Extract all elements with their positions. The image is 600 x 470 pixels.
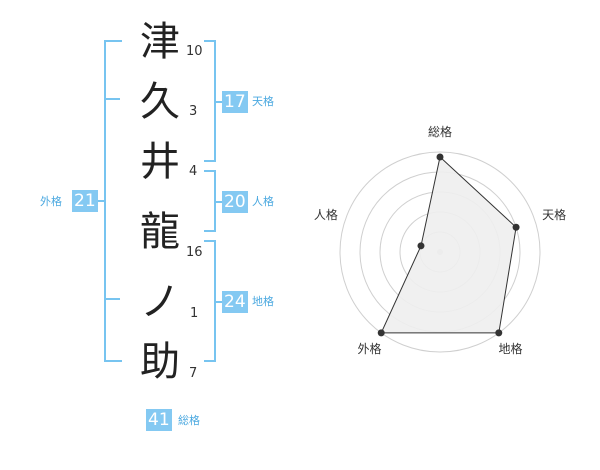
radar-polygon <box>380 156 517 334</box>
tenkaku-label: 天格 <box>252 95 274 108</box>
name-char-5: ノ <box>140 279 180 325</box>
name-char-3: 井 <box>140 139 180 185</box>
radar-ring-1 <box>419 231 461 273</box>
stroke-count-2: 3 <box>189 104 198 119</box>
tenkaku-connector <box>216 101 222 103</box>
radar-point-5 <box>417 242 425 250</box>
chikaku-value: 24 <box>222 291 248 313</box>
gaikaku-label: 外格 <box>40 195 62 208</box>
stroke-count-1: 10 <box>186 44 203 59</box>
radar-point-3 <box>495 329 503 337</box>
soukaku-value: 41 <box>146 409 172 431</box>
tenkaku-value: 17 <box>222 91 248 113</box>
gaikaku-value: 21 <box>72 190 98 212</box>
chikaku-connector <box>216 301 222 303</box>
radar-axis-label-1: 総格 <box>428 124 452 139</box>
jinkaku-label: 人格 <box>252 195 274 208</box>
name-char-1: 津 <box>140 19 180 65</box>
chikaku-label: 地格 <box>252 295 274 308</box>
name-char-2: 久 <box>140 79 180 125</box>
radar-ring-4 <box>359 171 521 333</box>
soukaku-label: 総格 <box>178 414 200 427</box>
gaikaku-bracket <box>104 40 122 362</box>
name-char-6: 助 <box>140 339 180 385</box>
radar-axis-label-2: 天格 <box>542 207 566 222</box>
radar-ring-2 <box>399 211 481 293</box>
radar-ring-5 <box>339 151 541 353</box>
radar-ring-3 <box>379 191 501 313</box>
radar-center <box>437 249 443 255</box>
radar-point-2 <box>512 223 520 231</box>
gaikaku-bracket-connector <box>98 200 104 202</box>
stroke-count-6: 7 <box>189 366 198 381</box>
jinkaku-connector <box>216 201 222 203</box>
radar-point-4 <box>377 329 385 337</box>
stroke-count-5: 1 <box>190 306 199 321</box>
radar-axis-label-3: 地格 <box>499 341 523 356</box>
stroke-count-4: 16 <box>186 245 203 260</box>
radar-axis-label-5: 人格 <box>314 207 338 222</box>
tenkaku-bracket <box>204 40 216 162</box>
stroke-count-3: 4 <box>189 164 198 179</box>
gaikaku-bracket-tick-1 <box>106 98 120 100</box>
gaikaku-bracket-tick-2 <box>106 298 120 300</box>
jinkaku-bracket <box>204 170 216 232</box>
chikaku-bracket <box>204 240 216 362</box>
name-char-4: 龍 <box>140 209 180 255</box>
radar-point-1 <box>436 153 444 161</box>
radar-axis-label-4: 外格 <box>357 341 381 356</box>
jinkaku-value: 20 <box>222 191 248 213</box>
